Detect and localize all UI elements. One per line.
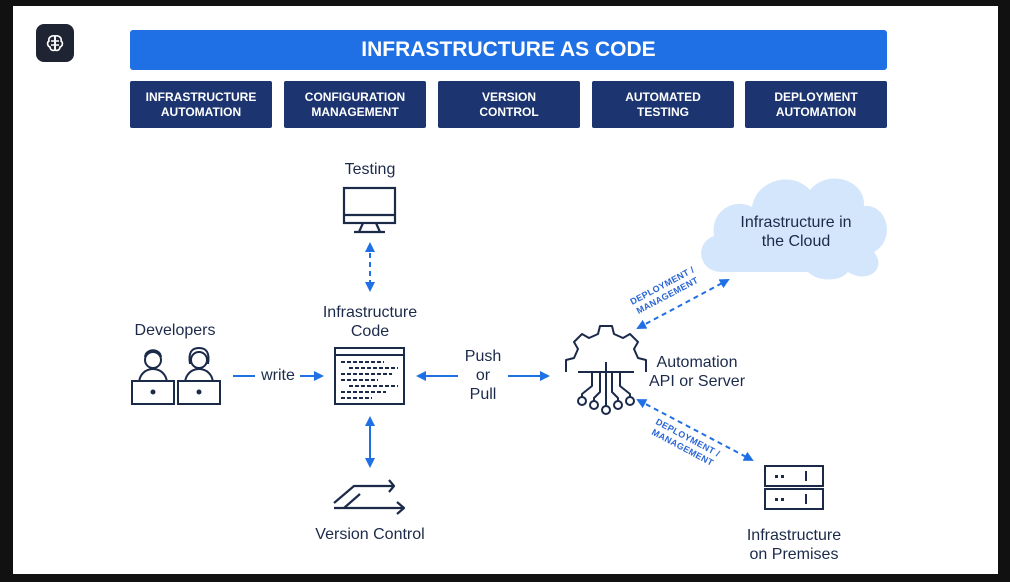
automation-line1: Automation [656,354,738,371]
category-version-control: VERSION CONTROL [438,81,580,128]
version-control-label-text: Version Control [315,526,425,543]
testing-label-text: Testing [344,161,396,178]
category-label-line2: AUTOMATION [160,104,242,119]
category-label-line2: TESTING [636,104,689,119]
push-label-line3: Pull [469,386,497,403]
gear-circuit-icon [565,325,647,415]
code-document-icon [334,347,405,405]
cloud-deploy-arrow [636,279,730,329]
premises-deploy-arrow [636,399,754,461]
server-rack-icon [764,465,824,510]
developers-label: Developers [115,321,235,340]
version-control-label: Version Control [300,525,440,544]
monitor-icon [342,186,397,234]
automation-line2: API or Server [648,373,746,390]
push-or-pull-label: Push or Pull [456,347,510,404]
write-label: write [256,366,300,385]
write-label-text: write [261,367,295,384]
premises-label: Infrastructure on Premises [724,526,864,564]
category-label-line1: CONFIGURATION [304,89,406,104]
premises-label-line1: Infrastructure [746,527,842,544]
automation-label: Automation API or Server [642,353,752,391]
category-deployment-automation: DEPLOYMENT AUTOMATION [745,81,887,128]
push-label-line1: Push [464,348,502,365]
brain-icon[interactable] [36,24,74,62]
category-label-line2: MANAGEMENT [311,104,399,119]
banner-title: INFRASTRUCTURE AS CODE [130,30,887,70]
developers-laptops-icon [131,346,221,405]
category-label-line1: AUTOMATED [625,89,701,104]
category-configuration-management: CONFIGURATION MANAGEMENT [284,81,426,128]
infrastructure-code-label: Infrastructure Code [300,303,440,341]
category-label-line1: DEPLOYMENT [774,89,858,104]
testing-label: Testing [320,160,420,179]
premises-label-line2: on Premises [749,546,839,563]
developers-label-text: Developers [134,322,216,339]
branch-icon [333,479,406,515]
cloud-label-line2: the Cloud [761,233,831,250]
category-label-line2: CONTROL [479,104,539,119]
cloud-label-line1: Infrastructure in [740,214,852,231]
category-label-line2: AUTOMATION [775,104,857,119]
cloud-label: Infrastructure in the Cloud [726,213,866,251]
infra-code-line1: Infrastructure [322,304,418,321]
category-label-line1: INFRASTRUCTURE [145,89,257,104]
category-label-line1: VERSION [481,89,536,104]
cloud-icon [701,178,887,280]
push-label-line2: or [475,367,491,384]
category-infrastructure-automation: INFRASTRUCTURE AUTOMATION [130,81,272,128]
category-automated-testing: AUTOMATED TESTING [592,81,734,128]
infra-code-line2: Code [350,323,390,340]
